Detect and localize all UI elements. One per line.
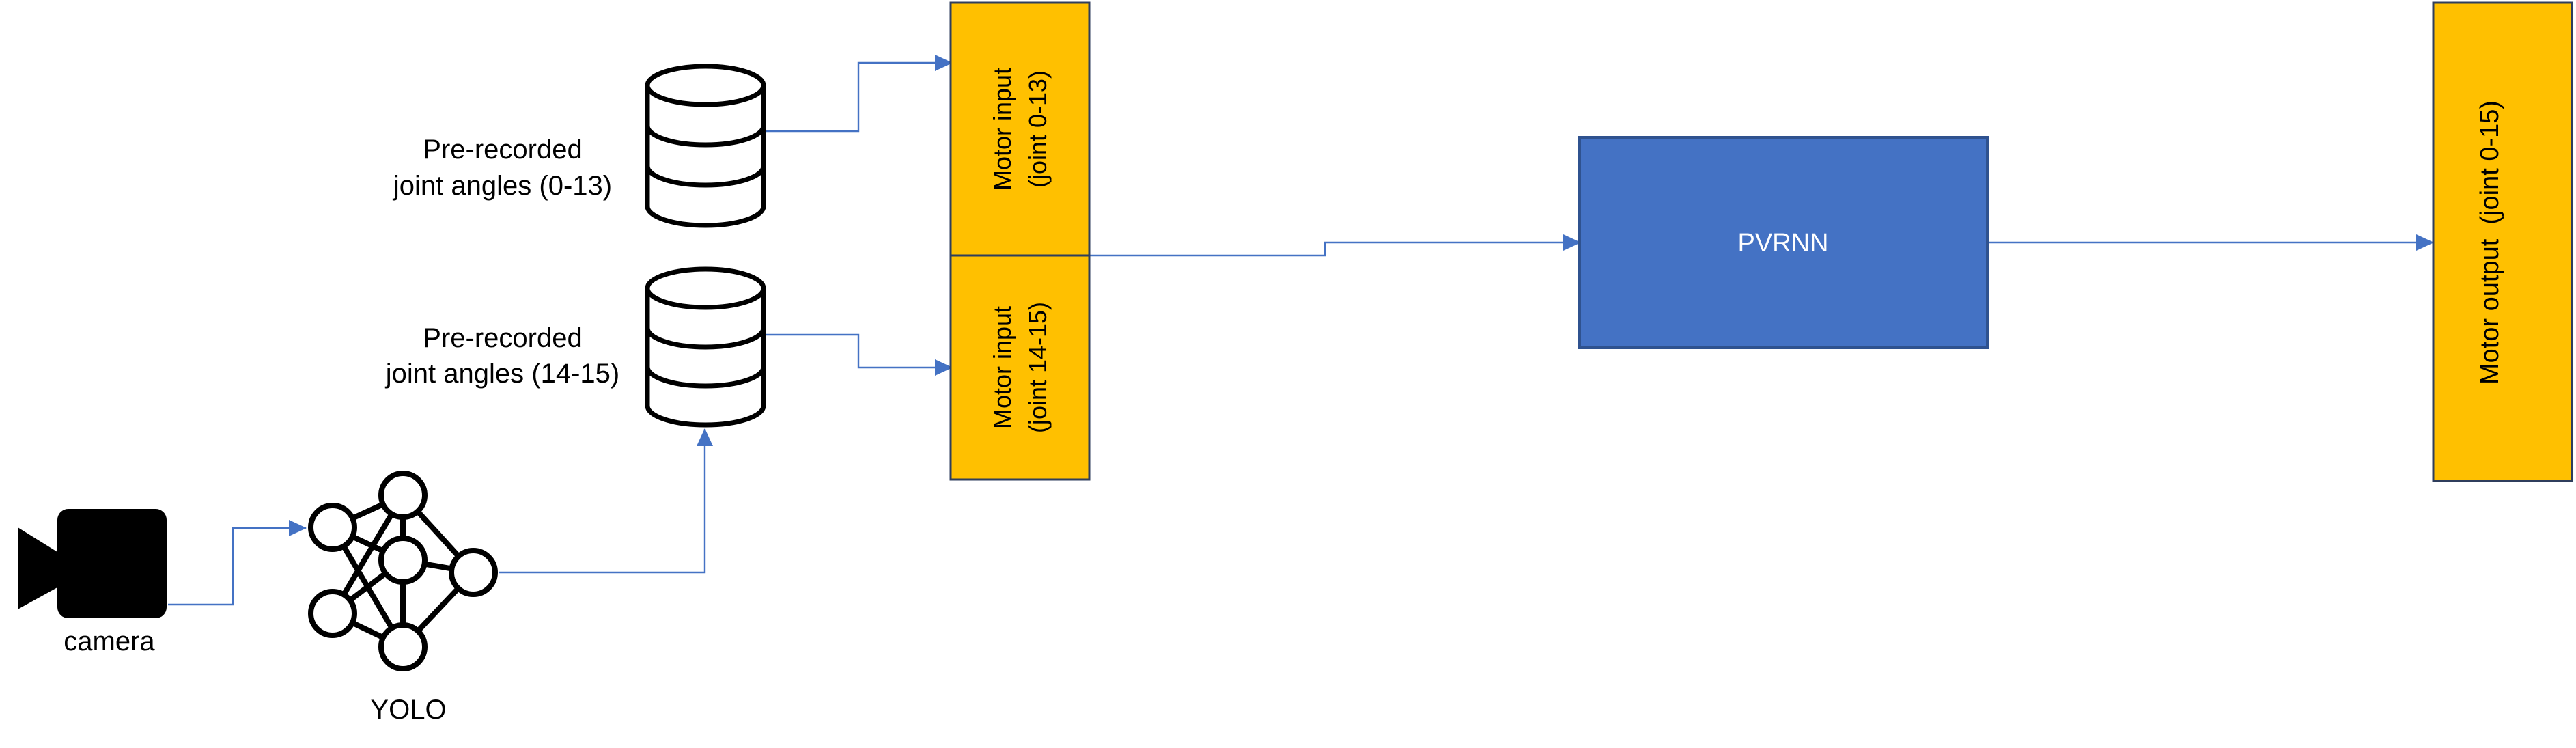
motor-input-lower-label-line2: (joint 14-15) bbox=[1024, 302, 1052, 433]
motor-input-upper-box bbox=[949, 1, 1091, 257]
database-icon bbox=[645, 266, 766, 428]
connectors bbox=[168, 55, 2434, 606]
connector-camera-to-yolo bbox=[168, 520, 307, 606]
motor-output: Motor output (joint 0-15) bbox=[2432, 1, 2573, 482]
pvrnn-box bbox=[1578, 136, 1989, 349]
db-upper-label-line1: Pre-recorded bbox=[423, 135, 582, 165]
motor-input-upper-label-line1: Motor input bbox=[988, 68, 1016, 191]
db-lower-label-line2: joint angles (14-15) bbox=[385, 359, 619, 389]
camera: camera bbox=[18, 509, 167, 656]
database-lower: Pre-recorded joint angles (14-15) bbox=[385, 266, 766, 428]
database-upper: Pre-recorded joint angles (0-13) bbox=[393, 64, 766, 228]
database-icon bbox=[645, 64, 766, 228]
motor-output-label: Motor output (joint 0-15) bbox=[2476, 100, 2504, 385]
camera-icon bbox=[18, 509, 167, 618]
connector-db-upper-to-motor-input-upper bbox=[765, 55, 953, 133]
connector-motor-input-to-pvrnn bbox=[1090, 234, 1581, 257]
motor-input-upper-label-line2: (joint 0-13) bbox=[1024, 70, 1052, 188]
motor-input-upper: Motor input (joint 0-13) bbox=[949, 1, 1091, 257]
motor-input-lower-box bbox=[949, 254, 1091, 481]
db-upper-label-line2: joint angles (0-13) bbox=[393, 171, 612, 201]
pvrnn-label: PVRNN bbox=[1737, 229, 1828, 258]
camera-label: camera bbox=[64, 626, 155, 656]
connector-yolo-to-db-lower bbox=[499, 428, 713, 574]
motor-input-lower: Motor input (joint 14-15) bbox=[949, 254, 1091, 481]
motor-output-box bbox=[2432, 1, 2573, 482]
yolo: YOLO bbox=[308, 471, 498, 725]
pvrnn: PVRNN bbox=[1578, 136, 1989, 349]
yolo-label: YOLO bbox=[370, 695, 446, 725]
motor-input-lower-label-line1: Motor input bbox=[988, 306, 1016, 429]
db-lower-label-line1: Pre-recorded bbox=[423, 323, 582, 353]
connector-db-lower-to-motor-input-lower bbox=[765, 333, 953, 376]
neural-network-icon bbox=[308, 471, 498, 671]
